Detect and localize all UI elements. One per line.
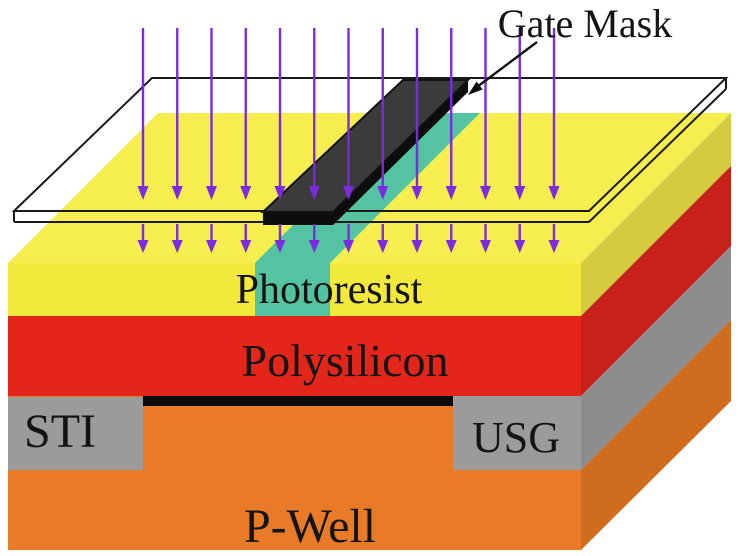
photoresist-side-face (581, 113, 731, 316)
uv-arrow-icon (548, 28, 560, 200)
mask-plate-right-bottom-edge (588, 88, 727, 223)
usg-label: USG (472, 413, 560, 462)
uv-arrow-icon (240, 28, 252, 200)
gate-oxide-line (143, 396, 453, 406)
photoresist-label: Photoresist (236, 267, 423, 313)
pointer-line (476, 41, 538, 88)
gate-mask-right-edge (333, 80, 468, 225)
pwell-label: P-Well (244, 500, 376, 553)
polysilicon-front-face (8, 316, 581, 396)
uv-arrow-icon (137, 224, 149, 253)
uv-arrow-icon (308, 224, 320, 253)
uv-arrow-icon (480, 224, 491, 253)
uv-arrow-icon (377, 28, 389, 200)
sti-block (8, 397, 143, 470)
uv-arrow-icon (411, 28, 423, 200)
unexposed-stripe-front (255, 263, 330, 316)
gate-mask-label: Gate Mask (498, 1, 672, 46)
uv-arrow-icon (206, 224, 217, 253)
pwell-side-face (581, 320, 731, 550)
uv-arrow-icon (445, 28, 457, 200)
uv-arrow-icon (480, 28, 491, 200)
gate-mask-front-edge (263, 212, 333, 225)
polysilicon-side-face (581, 166, 731, 396)
uv-arrow-icon (274, 28, 286, 200)
uv-light-arrows (137, 28, 560, 253)
uv-arrow-icon (137, 28, 149, 200)
uv-arrow-icon (308, 28, 320, 200)
usg-block (453, 396, 581, 470)
uv-arrow-icon (548, 224, 560, 253)
uv-arrow-icon (343, 28, 354, 200)
uv-arrow-icon (377, 224, 389, 253)
uv-arrow-icon (411, 224, 423, 253)
pointer-arrowhead-icon (468, 81, 483, 95)
uv-arrow-icon (445, 224, 457, 253)
gate-mask-pointer (468, 41, 538, 95)
uv-arrow-icon (514, 224, 526, 253)
uv-arrow-icon (343, 224, 354, 253)
polysilicon-label: Polysilicon (241, 335, 448, 386)
usg-side-face (581, 246, 731, 470)
uv-arrow-icon (171, 224, 183, 253)
sti-label: STI (24, 405, 96, 458)
uv-arrow-icon (240, 224, 252, 253)
uv-arrow-icon (171, 28, 183, 200)
uv-arrow-icon (274, 224, 286, 253)
uv-arrow-icon (206, 28, 217, 200)
